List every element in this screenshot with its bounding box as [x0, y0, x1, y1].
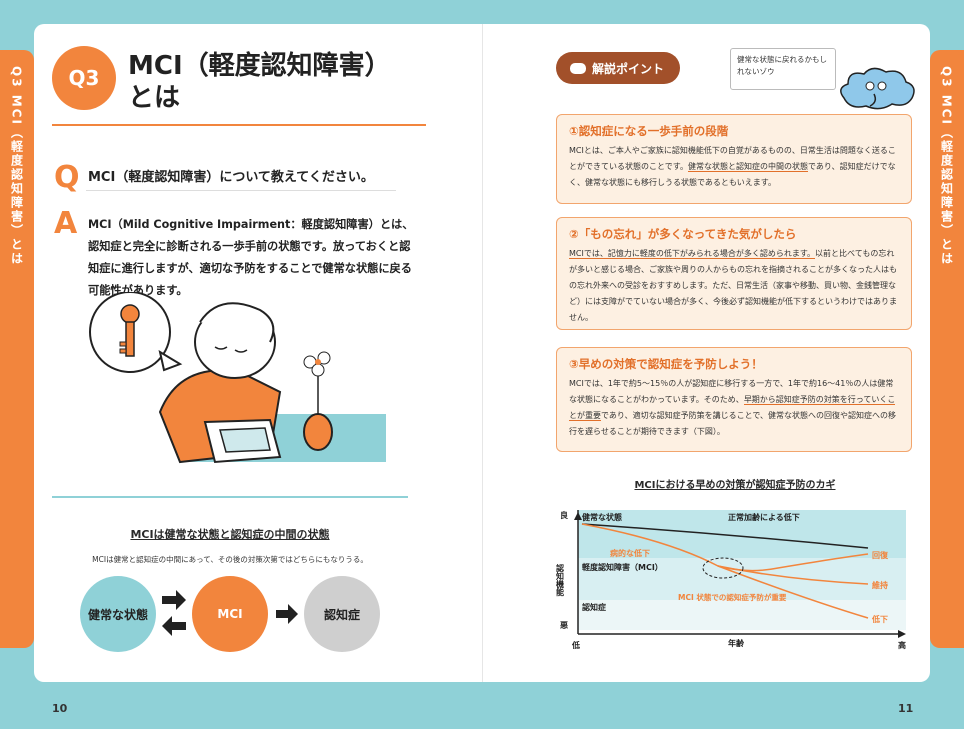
mci-highlight-circle: [702, 557, 744, 579]
series-label-decline: 低下: [871, 614, 888, 624]
key-icon: [119, 304, 140, 357]
question-rule: [86, 190, 396, 191]
zone-dementia-label: 認知症: [582, 602, 606, 612]
point-3-body: MCIでは、1年で約5〜15％の人が認知症に移行する一方で、1年で約16〜41％…: [569, 379, 897, 436]
annotation-mci-prevention: MCI 状態での認知症予防が重要: [678, 592, 787, 602]
arrow-right-icon: [276, 604, 298, 624]
series-maintain: [717, 565, 869, 585]
y-axis-label: 認知機能: [556, 563, 565, 597]
zone-mci-label: 軽度認知障害（MCI）: [582, 562, 663, 572]
point-2: ②「もの忘れ」が多くなってきた気がしたら MCIでは、記憶力に軽度の低下がみられ…: [556, 217, 912, 330]
speech-bubble: 健常な状態に戻れるかもしれないゾウ: [730, 48, 836, 90]
q-letter: Q: [54, 160, 80, 195]
page-title-line2: とは: [128, 83, 181, 113]
y-high-label: 良: [560, 510, 568, 520]
diagram-title: MCIは健常な状態と認知症の中間の状態: [130, 528, 330, 541]
annotation-normal-aging: 正常加齢による低下: [728, 512, 800, 522]
x-high-label: 高: [898, 640, 906, 650]
speech-bubble-icon: [570, 62, 586, 74]
page-number-left: 10: [52, 702, 68, 715]
elephant-cloud-mascot-icon: [840, 67, 915, 110]
question-text: MCI（軽度認知障害）について教えてください。: [88, 170, 374, 185]
side-tab-right: Q3 MCI（軽度認知障害）とは: [930, 50, 964, 648]
zone-healthy: [578, 510, 906, 558]
page-title: MCI（軽度認知障害） とは: [128, 50, 428, 114]
bidirectional-arrow-icon: [162, 590, 186, 636]
zone-dementia: [578, 600, 906, 630]
point-1: ①認知症になる一歩手前の段階 MCIとは、ご本人やご家族に認知機能低下の自覚があ…: [556, 114, 912, 204]
point-1-body: MCIとは、ご本人やご家族に認知機能低下の自覚があるものの、日常生活は問題なく送…: [569, 146, 896, 187]
q3-badge: Q3: [52, 46, 116, 110]
section-rule: [52, 496, 408, 498]
chart-title: MCIにおける早めの対策が認知症予防のカギ: [634, 480, 836, 491]
cognitive-function-chart: 健常な状態 軽度認知障害（MCI） 認知症 正常加齢による低下 病的な低下 MC…: [556, 510, 906, 650]
point-1-title: ①認知症になる一歩手前の段階: [569, 124, 729, 138]
explanation-pill-label: 解説ポイント: [592, 61, 665, 76]
series-label-recovery: 回復: [872, 550, 889, 560]
series-decline: [717, 565, 869, 619]
diagram-subtitle: MCIは健常と認知症の中間にあって、その後の対策次第ではどちらにもなりうる。: [92, 555, 368, 564]
title-rule: [52, 124, 426, 126]
point-3: ③早めの対策で認知症を予防しよう！ MCIでは、1年で約5〜15％の人が認知症に…: [556, 347, 912, 452]
zone-mci: [578, 558, 906, 600]
series-label-maintain: 維持: [872, 580, 888, 590]
annotation-pathological: 病的な低下: [610, 548, 650, 558]
x-low-label: 低: [571, 640, 580, 650]
point-2-title: ②「もの忘れ」が多くなってきた気がしたら: [569, 227, 797, 241]
page-title-line1: MCI（軽度認知障害）: [128, 51, 391, 81]
series-normal-aging: [581, 523, 869, 549]
illustration-person-key: [89, 292, 386, 464]
side-tab-left: Q3 MCI（軽度認知障害）とは: [0, 50, 34, 648]
circle-healthy: 健常な状態: [80, 576, 156, 652]
a-letter: A: [54, 206, 78, 241]
page-number-right: 11: [898, 702, 914, 715]
page-gutter: [482, 24, 483, 682]
zone-healthy-label: 健常な状態: [582, 512, 622, 522]
point-2-body: MCIでは、記憶力に軽度の低下がみられる場合が多く認められます。以前と比べてもの…: [569, 249, 897, 322]
circle-dementia: 認知症: [304, 576, 380, 652]
circle-mci: MCI: [192, 576, 268, 652]
x-axis-label: 年齢: [728, 638, 745, 648]
explanation-pill: 解説ポイント: [556, 52, 680, 84]
y-low-label: 悪: [560, 621, 568, 630]
answer-text: MCI（Mild Cognitive Impairment：軽度認知障害）とは、…: [88, 218, 414, 297]
point-3-title: ③早めの対策で認知症を予防しよう！: [569, 357, 763, 371]
